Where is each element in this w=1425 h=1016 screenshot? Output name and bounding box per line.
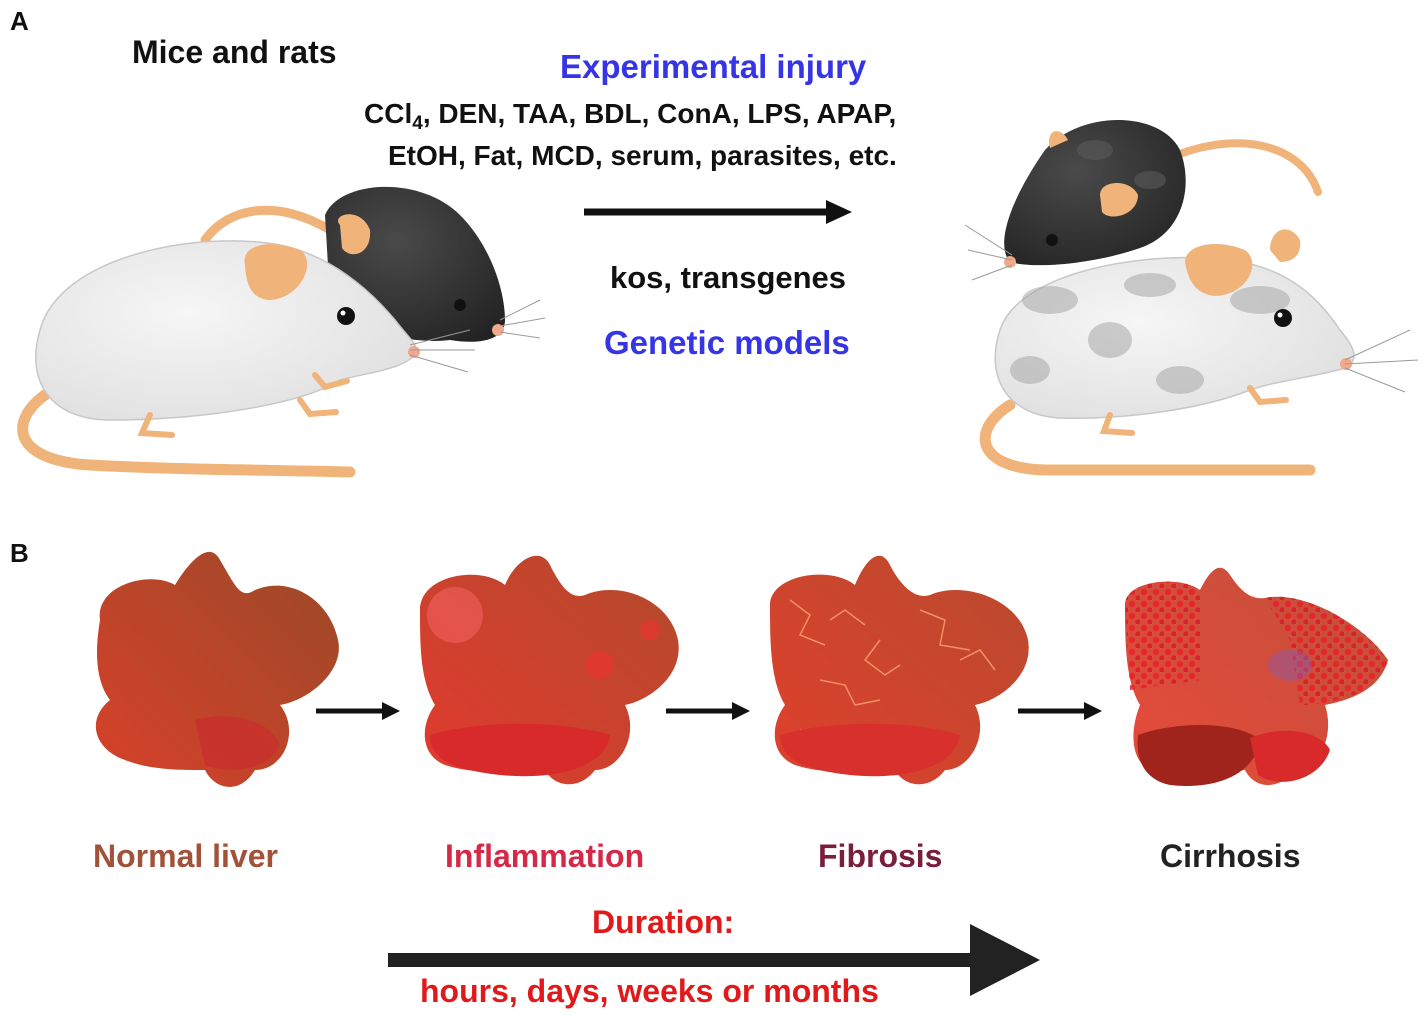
stage-label-fibrosis: Fibrosis <box>818 838 943 874</box>
duration-arrow <box>388 924 1040 996</box>
liver-inflammation-illustration <box>420 555 679 785</box>
duration-title: Duration: <box>592 904 735 940</box>
injury-agents-line-1: CCl4, DEN, TAA, BDL, ConA, LPS, APAP, <box>364 98 897 134</box>
arrow-normal-to-inflammation <box>316 702 400 720</box>
arrow-inflammation-to-fibrosis <box>666 702 750 720</box>
stage-label-cirrhosis: Cirrhosis <box>1160 838 1301 874</box>
ccl-text: CCl <box>364 98 413 129</box>
stage-label-normal-liver: Normal liver <box>93 838 278 874</box>
arrow-fibrosis-to-cirrhosis <box>1018 702 1102 720</box>
panel-b-label: B <box>10 538 29 568</box>
liver-normal-illustration <box>95 551 339 787</box>
liver-fibrosis-illustration <box>770 555 1029 785</box>
injury-agents-line-2: EtOH, Fat, MCD, serum, parasites, etc. <box>388 140 897 171</box>
panel-a-label: A <box>10 6 29 36</box>
genetic-methods-line: kos, transgenes <box>610 260 847 295</box>
ccl-subscript: 4 <box>412 113 423 134</box>
experimental-injury-heading: Experimental injury <box>560 48 867 85</box>
healthy-mice-illustration <box>17 186 546 478</box>
genetic-models-heading: Genetic models <box>604 324 850 361</box>
stage-label-inflammation: Inflammation <box>445 838 645 874</box>
injury-arrow <box>584 200 852 224</box>
liver-cirrhosis-illustration <box>1125 567 1388 786</box>
agents-rest-text: , DEN, TAA, BDL, ConA, LPS, APAP, <box>422 98 897 129</box>
diseased-mice-illustration <box>964 120 1419 476</box>
duration-values: hours, days, weeks or months <box>420 973 879 1009</box>
mice-and-rats-title: Mice and rats <box>132 34 337 70</box>
